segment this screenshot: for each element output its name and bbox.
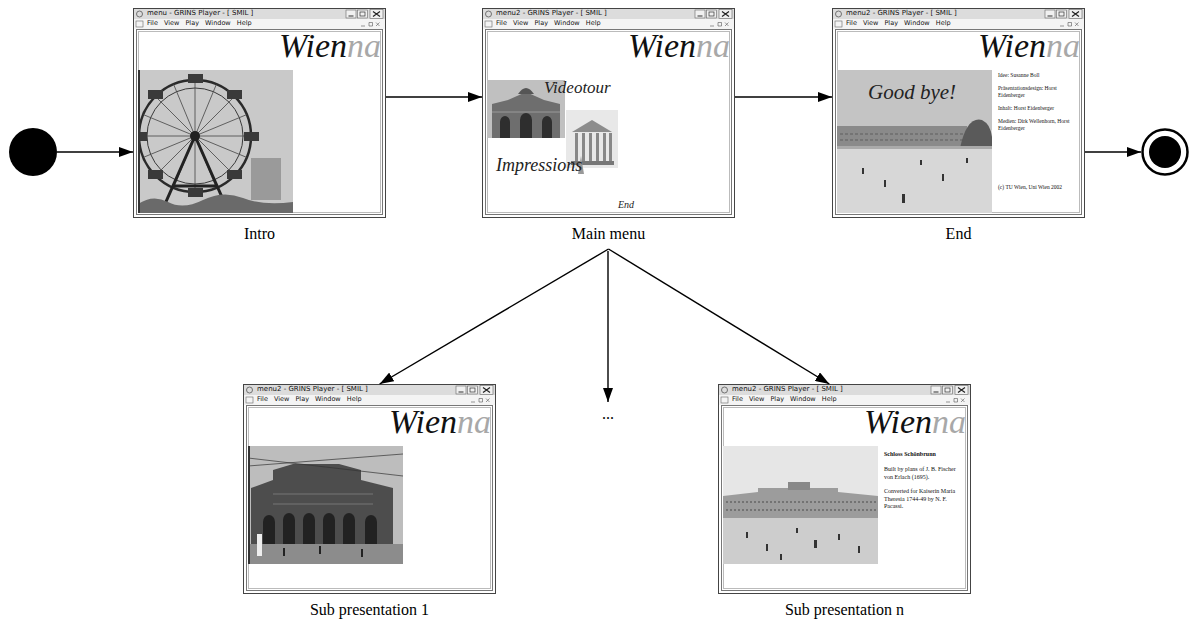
credit-line: Präsentationsdesign: Horst Eidenberger bbox=[998, 85, 1078, 98]
screen-caption: End bbox=[832, 224, 1085, 244]
end-arrow bbox=[1085, 151, 1141, 152]
logo-text-faded: na bbox=[932, 403, 966, 440]
menu-bar: File View Play Window Help bbox=[496, 19, 601, 28]
screen-node: menu2 - GRINS Player - [ SMIL ]File View… bbox=[718, 384, 971, 622]
info-text: Built by plans of J. B. Fischer von Erla… bbox=[884, 466, 964, 481]
screen-node: menu2 - GRINS Player - [ SMIL ]File View… bbox=[482, 8, 735, 246]
player-window bbox=[244, 385, 496, 594]
logo: Wienna bbox=[592, 29, 730, 63]
logo-text: Wien bbox=[864, 403, 932, 440]
credit-line: Inhalt: Horst Eidenberger bbox=[998, 105, 1078, 112]
logo-text-faded: na bbox=[457, 403, 491, 440]
player-window bbox=[833, 9, 1085, 218]
screen-caption: Sub presentation n bbox=[718, 600, 971, 620]
logo-text-faded: na bbox=[347, 27, 381, 64]
player-window bbox=[719, 385, 971, 594]
credit-line: Idee: Susanne Boll bbox=[998, 72, 1078, 79]
goodbye-photo bbox=[837, 70, 992, 213]
logo: Wienna bbox=[828, 405, 966, 439]
opera-photo bbox=[248, 446, 403, 564]
window-title: menu - GRINS Player - [ SMIL ] bbox=[147, 9, 253, 18]
screen-node: menu - GRINS Player - [ SMIL ]File View … bbox=[133, 8, 386, 246]
window-title: menu2 - GRINS Player - [ SMIL ] bbox=[846, 9, 957, 18]
flow-arrow bbox=[735, 96, 832, 97]
copyright-line: (c) TU Wien, Uni Wien 2002 bbox=[998, 184, 1078, 191]
start-arrow bbox=[57, 151, 133, 152]
logo-text: Wien bbox=[389, 403, 457, 440]
logo-text: Wien bbox=[978, 27, 1046, 64]
logo-text: Wien bbox=[279, 27, 347, 64]
logo: Wienna bbox=[353, 405, 491, 439]
info-heading: Schloss Schönbrunn bbox=[884, 451, 964, 459]
start-node bbox=[9, 128, 57, 176]
window-title: menu2 - GRINS Player - [ SMIL ] bbox=[257, 385, 368, 394]
farewell-text: Good bye! bbox=[868, 80, 956, 104]
logo: Wienna bbox=[942, 29, 1080, 63]
logo-text-faded: na bbox=[696, 27, 730, 64]
menu-entry: Videotour bbox=[544, 78, 611, 98]
window-title: menu2 - GRINS Player - [ SMIL ] bbox=[496, 9, 607, 18]
screen-caption: Main menu bbox=[482, 224, 735, 244]
screen-node: menu2 - GRINS Player - [ SMIL ]File View… bbox=[832, 8, 1085, 246]
logo: Wienna bbox=[243, 29, 381, 63]
info-text: Converted for Kaiserin Maria Theresia 17… bbox=[884, 488, 964, 511]
screen-caption: Intro bbox=[133, 224, 386, 244]
menu-bar: File View Play Window Help bbox=[147, 19, 252, 28]
final-node bbox=[1143, 130, 1188, 175]
screen-node: menu2 - GRINS Player - [ SMIL ]File View… bbox=[243, 384, 496, 622]
menu-bar: File View Play Window Help bbox=[257, 395, 362, 404]
flow-arrow bbox=[386, 96, 482, 97]
flow-arrow bbox=[609, 249, 830, 384]
screen-caption: Sub presentation 1 bbox=[243, 600, 496, 620]
credit-line: Medien: Dirk Wellenhorn, Horst Eidenberg… bbox=[998, 118, 1078, 131]
menu-bar: File View Play Window Help bbox=[732, 395, 837, 404]
player-window bbox=[134, 9, 386, 218]
flow-arrow bbox=[380, 249, 609, 384]
palace-photo bbox=[723, 446, 878, 564]
final-node-core bbox=[1149, 136, 1181, 168]
menu-entry: Impressions bbox=[496, 155, 582, 175]
ellipsis-arrow bbox=[607, 251, 608, 402]
ferris-wheel-photo bbox=[133, 70, 293, 213]
player-window bbox=[483, 9, 735, 218]
logo-text-faded: na bbox=[1046, 27, 1080, 64]
ellipsis-label: ... bbox=[590, 404, 626, 424]
logo-text: Wien bbox=[628, 27, 696, 64]
menu-bar: File View Play Window Help bbox=[846, 19, 951, 28]
menu-entry: End bbox=[618, 199, 634, 211]
window-title: menu2 - GRINS Player - [ SMIL ] bbox=[732, 385, 843, 394]
